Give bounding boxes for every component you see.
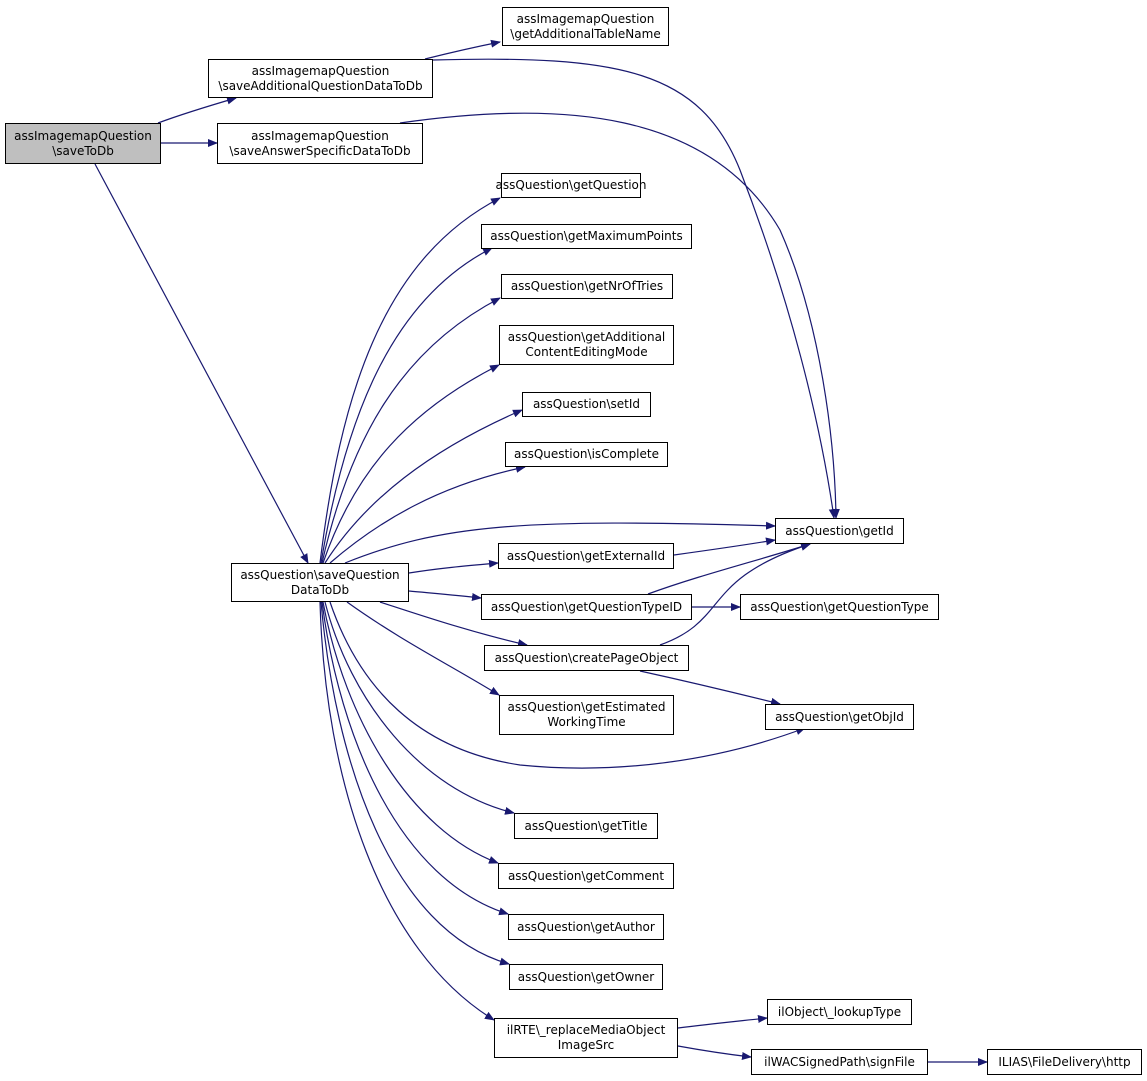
node-getcomment[interactable]: assQuestion\getComment xyxy=(498,863,674,889)
node-label-line: assQuestion\saveQuestion xyxy=(240,567,400,582)
edge-saveqdata-to-getcomment xyxy=(322,601,499,864)
node-label-line: assImagemapQuestion xyxy=(14,128,152,143)
node-label-line: assQuestion\getAdditional xyxy=(507,330,666,344)
node-getquestion[interactable]: assQuestion\getQuestion xyxy=(496,173,646,198)
node-label-line: assQuestion\setId xyxy=(532,397,641,411)
node-label-line: assQuestion\getOwner xyxy=(517,969,655,984)
edge-saveadd-to-getid xyxy=(432,58,837,519)
node-label-line: assQuestion\getId xyxy=(785,523,894,538)
node-getnrtries[interactable]: assQuestion\getNrOfTries xyxy=(501,274,673,299)
node-getextid[interactable]: assQuestion\getExternalId xyxy=(498,543,674,569)
edge-createpo-to-getid xyxy=(659,543,811,646)
edge-saveqdata-to-getaddcem xyxy=(322,364,500,564)
edge-root-to-saveadd xyxy=(157,96,237,124)
node-label-line: assImagemapQuestion xyxy=(516,11,655,26)
node-label-line: ILIAS\FileDelivery\http xyxy=(998,1054,1131,1069)
node-label-line: \saveAnswerSpecificDataToDb xyxy=(229,143,411,158)
node-getobjid[interactable]: assQuestion\getObjId xyxy=(765,704,914,730)
node-label-line: assQuestion\getComment xyxy=(507,868,665,883)
edge-saveqdata-to-getowner xyxy=(320,601,510,966)
edge-saveadd-to-getaddtable xyxy=(424,39,501,60)
edge-createpo-to-getobjid xyxy=(639,670,781,706)
node-getauthor[interactable]: assQuestion\getAuthor xyxy=(508,914,664,940)
edge-saveqdata-to-getnrtries xyxy=(321,297,501,564)
edge-saveqdata-to-getobjid xyxy=(329,601,806,769)
node-label-line: \saveToDb xyxy=(52,143,114,158)
node-label-line: WorkingTime xyxy=(547,715,626,729)
node-root[interactable]: assImagemapQuestion\saveToDb xyxy=(5,123,161,164)
node-label-line: ilRTE\_replaceMediaObject xyxy=(506,1023,666,1037)
edge-saveqdata-to-getauthor xyxy=(321,601,509,916)
edge-replacemo-to-lookuptype xyxy=(677,1015,768,1029)
node-label-line: ContentEditingMode xyxy=(525,345,648,359)
edge-saveqdata-to-replacemo xyxy=(319,601,495,1021)
node-createpo[interactable]: assQuestion\createPageObject xyxy=(484,645,689,671)
edge-saveqdata-to-getextid xyxy=(408,559,499,574)
node-label-line: DataToDb xyxy=(290,582,350,597)
node-label-line: \saveAdditionalQuestionDataToDb xyxy=(218,78,423,93)
node-label-line: assQuestion\getQuestionTypeID xyxy=(490,599,683,614)
edge-saveans-to-getid xyxy=(399,112,840,519)
node-label-line: assQuestion\getNrOfTries xyxy=(510,279,664,293)
node-label-line: assImagemapQuestion xyxy=(251,128,389,143)
edge-root-to-saveqdata xyxy=(94,163,309,564)
node-label-line: assQuestion\getAuthor xyxy=(517,919,655,934)
node-getowner[interactable]: assQuestion\getOwner xyxy=(509,964,663,990)
node-saveans[interactable]: assImagemapQuestion\saveAnswerSpecificDa… xyxy=(217,123,423,164)
node-setid[interactable]: assQuestion\setId xyxy=(522,392,651,417)
node-getaddtable[interactable]: assImagemapQuestion\getAdditionalTableNa… xyxy=(502,7,669,46)
node-getid[interactable]: assQuestion\getId xyxy=(775,518,904,544)
node-getmaxpts[interactable]: assQuestion\getMaximumPoints xyxy=(481,224,692,249)
node-label-line: ilObject\_lookupType xyxy=(777,1004,902,1019)
edge-saveqdata-to-setid xyxy=(324,409,523,564)
node-label-line: ImageSrc xyxy=(557,1038,615,1052)
node-http[interactable]: ILIAS\FileDelivery\http xyxy=(987,1049,1142,1075)
node-label-line: assQuestion\getObjId xyxy=(775,709,904,724)
edge-getqtypeid-to-getid xyxy=(647,542,811,595)
edge-saveqdata-to-getestwt xyxy=(346,601,500,696)
edge-saveqdata-to-iscomplete xyxy=(329,464,526,564)
edge-replacemo-to-signfile xyxy=(677,1045,752,1060)
edge-saveqdata-to-createpo xyxy=(379,601,528,647)
edge-saveqdata-to-getquestion xyxy=(319,197,501,564)
edge-saveqdata-to-getid xyxy=(344,521,776,564)
node-gettitle[interactable]: assQuestion\getTitle xyxy=(514,813,658,839)
node-saveadd[interactable]: assImagemapQuestion\saveAdditionalQuesti… xyxy=(208,59,433,98)
node-label-line: ilWACSignedPath\signFile xyxy=(764,1054,915,1069)
edge-getextid-to-getid xyxy=(673,537,776,556)
node-getqtype[interactable]: assQuestion\getQuestionType xyxy=(740,594,939,620)
node-label-line: assQuestion\getMaximumPoints xyxy=(490,229,683,243)
node-label-line: assQuestion\getQuestion xyxy=(495,178,647,192)
node-label-line: assImagemapQuestion xyxy=(251,63,390,78)
node-label-line: assQuestion\getTitle xyxy=(524,818,648,833)
node-lookuptype[interactable]: ilObject\_lookupType xyxy=(767,999,912,1025)
node-label-line: assQuestion\isComplete xyxy=(514,447,659,461)
node-label-line: assQuestion\getEstimated xyxy=(507,700,666,714)
node-signfile[interactable]: ilWACSignedPath\signFile xyxy=(751,1049,928,1075)
node-label-line: assQuestion\createPageObject xyxy=(494,650,679,665)
node-label-line: \getAdditionalTableName xyxy=(510,26,661,41)
edge-saveqdata-to-getqtypeid xyxy=(408,590,482,601)
node-label-line: assQuestion\getExternalId xyxy=(506,548,666,563)
edge-saveqdata-to-gettitle xyxy=(324,601,515,815)
node-getqtypeid[interactable]: assQuestion\getQuestionTypeID xyxy=(481,594,692,620)
edge-saveqdata-to-getmaxpts xyxy=(320,247,493,564)
node-label-line: assQuestion\getQuestionType xyxy=(750,599,929,614)
node-iscomplete[interactable]: assQuestion\isComplete xyxy=(505,442,668,467)
